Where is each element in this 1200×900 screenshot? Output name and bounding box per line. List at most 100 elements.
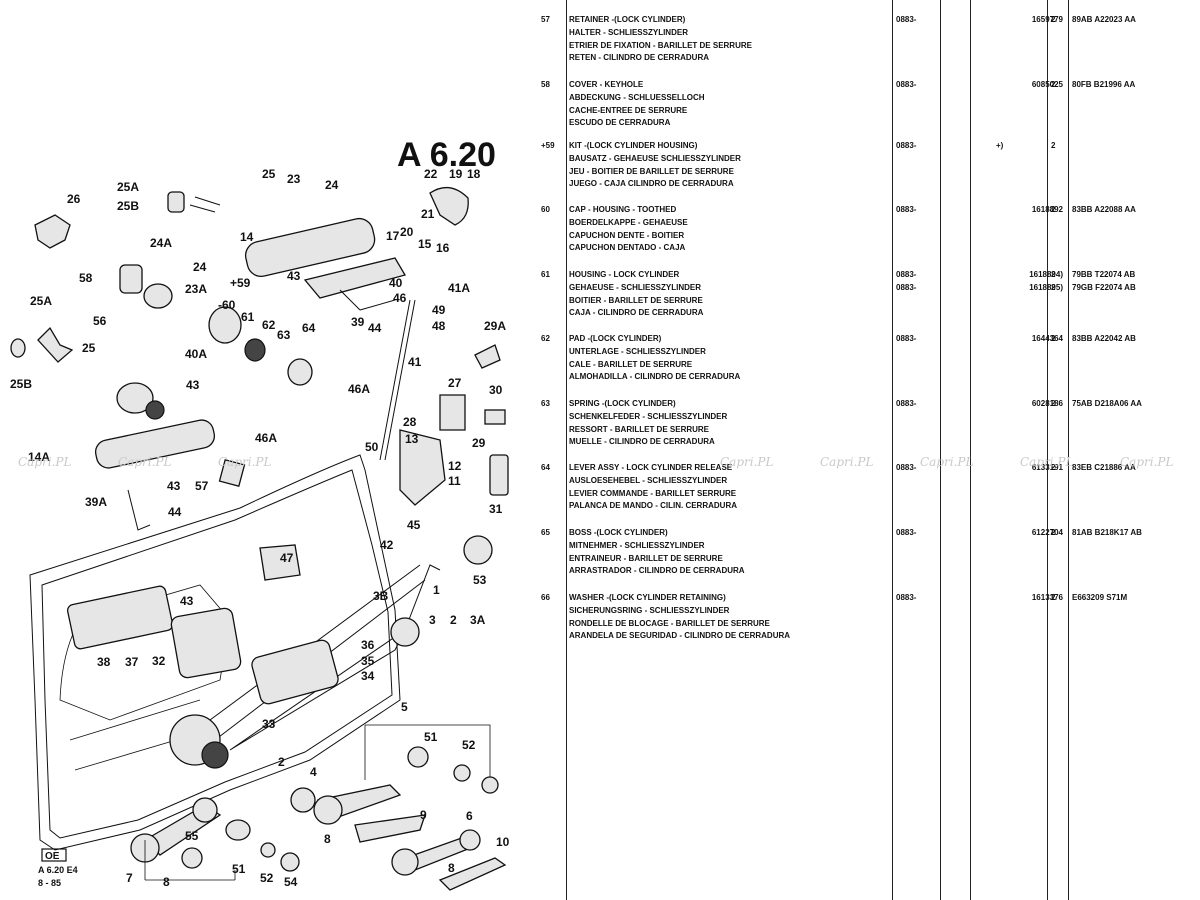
callout-label: 16 <box>436 241 450 255</box>
callout-label: 8 <box>448 861 455 875</box>
callout-label: 46A <box>255 431 277 445</box>
callout-label: 2 <box>450 613 457 627</box>
callout-label: 46A <box>348 382 370 396</box>
quantity: 2 <box>1051 80 1056 89</box>
callout-label: 44 <box>368 321 382 335</box>
part-number: 1613376 <box>1031 593 1063 602</box>
watermark: Capri.PL <box>1120 455 1174 469</box>
description: PAD -(LOCK CYLINDER)UNTERLAGE - SCHLIESS… <box>569 334 741 382</box>
callout-label: 18 <box>467 167 481 181</box>
callout-label: 22 <box>424 167 438 181</box>
diagram-title: A 6.20 <box>397 136 496 174</box>
part-number: 1644364 <box>1031 334 1063 343</box>
callout-label: 52 <box>260 871 274 885</box>
part-number: +) <box>996 141 1004 150</box>
watermark: Capri.PL <box>720 455 774 469</box>
callout-label: +59 <box>230 276 251 290</box>
callout-label: 24A <box>150 236 172 250</box>
quantity: 2 <box>1051 205 1056 214</box>
callout-label: 14 <box>240 230 254 244</box>
engineering-number: 83BB A22088 AA <box>1072 205 1136 214</box>
callout-label: 27 <box>448 376 462 390</box>
callout-label: 25B <box>117 199 139 213</box>
callout-labels: 26 25A 25B 25 23 24 24A 24 58 23A +59 -6… <box>10 167 510 889</box>
callout-label: 42 <box>380 538 394 552</box>
callout-label: 26 <box>67 192 81 206</box>
description: WASHER -(LOCK CYLINDER RETAINING)SICHERU… <box>569 593 791 641</box>
callout-label: 25A <box>30 294 52 308</box>
callout-label: 62 <box>262 318 276 332</box>
callout-label: 56 <box>93 314 107 328</box>
date-code: 0883- <box>896 399 917 408</box>
ref-number: 65 <box>541 528 550 537</box>
engineering-number: 75AB D218A06 AA <box>1072 399 1142 408</box>
description: RETAINER -(LOCK CYLINDER)HALTER - SCHLIE… <box>569 15 752 63</box>
engineering-number: 89AB A22023 AA <box>1072 15 1136 24</box>
date-code: 0883- <box>896 334 917 343</box>
watermark: Capri.PL <box>820 455 874 469</box>
part-number: 1659779 <box>1031 15 1063 24</box>
column-divider <box>1047 0 1048 900</box>
callout-label: 39A <box>85 495 107 509</box>
callout-label: 2 <box>278 755 285 769</box>
callout-label: 3B <box>373 589 389 603</box>
callout-label: 1 <box>433 583 440 597</box>
callout-label: 40 <box>389 276 403 290</box>
callout-label: 23A <box>185 282 207 296</box>
column-divider <box>970 0 971 900</box>
engineering-number: 80FB B21996 AA <box>1072 80 1136 89</box>
description: KIT -(LOCK CYLINDER HOUSING)BAUSATZ - GE… <box>569 141 741 189</box>
ref-number: 62 <box>541 334 550 343</box>
callout-label: 25 <box>82 341 96 355</box>
callout-label: 25A <box>117 180 139 194</box>
ref-number: 64 <box>541 463 550 472</box>
callout-label: 23 <box>287 172 301 186</box>
watermark: Capri.PL <box>18 455 72 469</box>
parts-table: 57 RETAINER -(LOCK CYLINDER)HALTER - SCH… <box>533 0 1200 900</box>
callout-label: -60 <box>218 298 236 312</box>
callout-label: 13 <box>405 432 419 446</box>
exploded-parts-diagram: A 6.20 <box>10 136 510 891</box>
callout-label: 45 <box>407 518 421 532</box>
callout-label: 40A <box>185 347 207 361</box>
callout-label: 30 <box>489 383 503 397</box>
callout-label: 6 <box>466 809 473 823</box>
watermark: Capri.PL <box>218 455 272 469</box>
callout-label: 51 <box>232 862 246 876</box>
quantity: 2 <box>1051 399 1056 408</box>
callout-label: 38 <box>97 655 111 669</box>
ref-number: 63 <box>541 399 550 408</box>
watermark: Capri.PL <box>920 455 974 469</box>
diagram-footer: OE A 6.20 E4 8 - 85 <box>38 848 78 888</box>
footer-code: A 6.20 E4 <box>38 865 78 875</box>
table-row: 63 SPRING -(LOCK CYLINDER)SCHENKELFEDER … <box>533 398 1200 468</box>
column-divider <box>940 0 941 900</box>
quantity: 2 <box>1051 141 1056 150</box>
quantity: 2 <box>1051 463 1056 472</box>
description: BOSS -(LOCK CYLINDER)MITNEHMER - SCHLIES… <box>569 528 745 576</box>
callout-label: 20 <box>400 225 414 239</box>
callout-label: 17 <box>386 229 400 243</box>
date-code: 0883-0883- <box>896 270 917 292</box>
quantity: 2 <box>1051 528 1056 537</box>
callout-label: 25B <box>10 377 32 391</box>
date-code: 0883- <box>896 593 917 602</box>
callout-label: 58 <box>79 271 93 285</box>
callout-label: 7 <box>126 871 133 885</box>
column-divider <box>892 0 893 900</box>
quantity: 2 <box>1051 593 1056 602</box>
callout-label: 8 <box>324 832 331 846</box>
callout-label: 54 <box>284 875 298 889</box>
callout-label: 3A <box>470 613 486 627</box>
callout-label: 15 <box>418 237 432 251</box>
callout-label: 39 <box>351 315 365 329</box>
door-panel <box>29 454 401 851</box>
callout-label: 51 <box>424 730 438 744</box>
description: SPRING -(LOCK CYLINDER)SCHENKELFEDER - S… <box>569 399 728 447</box>
